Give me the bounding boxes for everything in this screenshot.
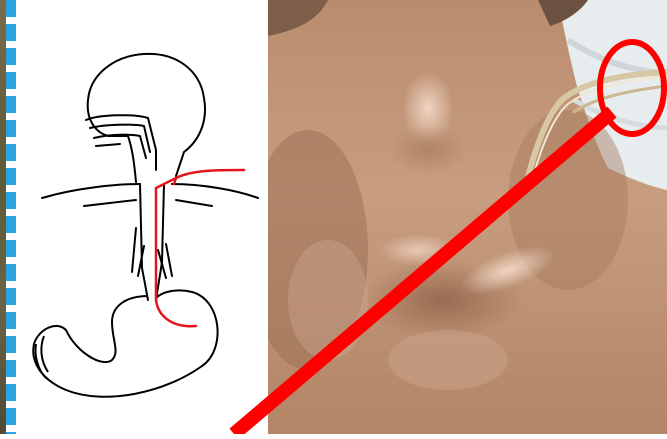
torso-diagram-icon xyxy=(42,54,258,300)
anatomy-schematic xyxy=(16,0,268,434)
stomach-icon xyxy=(33,290,217,396)
tube-icon xyxy=(156,170,244,326)
neck-photograph xyxy=(268,0,667,434)
dashed-separator xyxy=(6,0,16,434)
